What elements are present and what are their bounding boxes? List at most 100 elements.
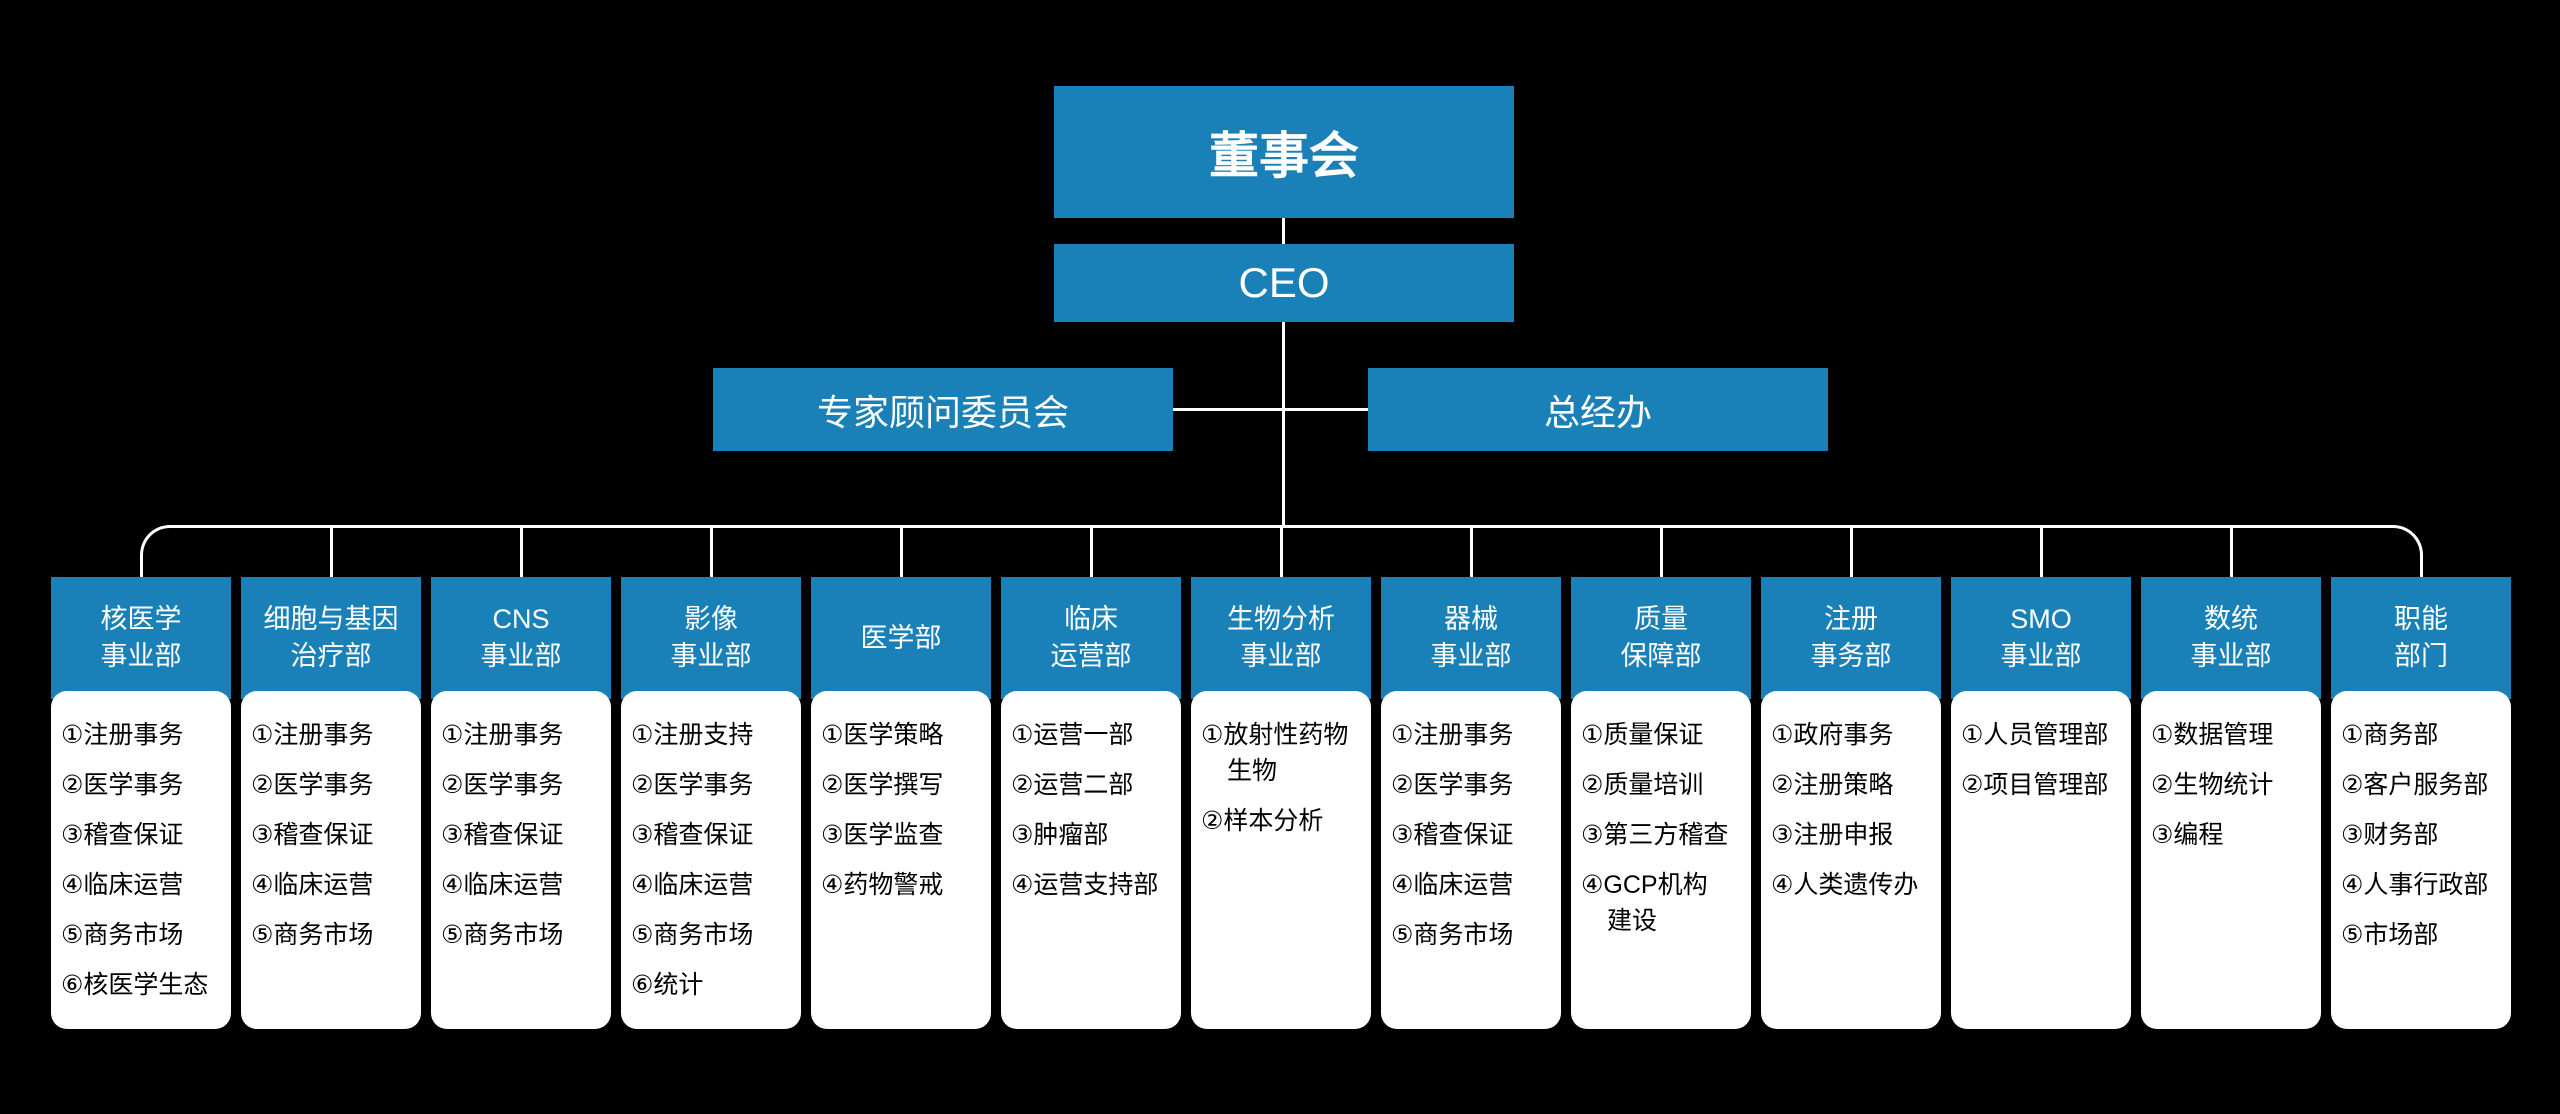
department-item: ①质量保证 [1581,721,1704,749]
department-title-line: 事业部 [1430,641,1512,671]
department-item: ⑥统计 [631,971,704,999]
department-item: ⑤商务市场 [61,921,184,949]
department-item: ③注册申报 [1771,821,1894,849]
gm-office-box: 总经办 [1368,368,1828,451]
department-item: ①注册支持 [631,721,754,749]
department-item: ②医学事务 [441,771,564,799]
department-item: ②质量培训 [1581,771,1704,799]
department-item: ①注册事务 [61,721,184,749]
department-header: 临床运营部 [1001,577,1181,699]
department-title-line: 细胞与基因 [263,604,399,634]
department-item: ④运营支持部 [1011,871,1159,899]
department-title-line: SMO [2010,604,2072,634]
department-header: 质量保障部 [1571,577,1751,699]
gm-office-label: 总经办 [1543,391,1652,433]
department-title-line: 保障部 [1620,641,1702,671]
department-title-line: CNS [492,604,550,634]
department-item: ①注册事务 [1391,721,1514,749]
connector-advisory-gm [1173,408,1368,411]
department-body: ①人员管理部 ②项目管理部 [1951,691,2131,1029]
department-title-line: 器械 [1444,604,1498,634]
department-header: 医学部 [811,577,991,699]
connector-board-ceo [1282,218,1285,244]
department-item: ⑤商务市场 [1391,921,1514,949]
board-label: 董事会 [1209,128,1359,184]
drop-line [709,525,713,577]
department-item: ⑤市场部 [2341,921,2439,949]
department-item: ③第三方稽查 [1581,821,1729,849]
department-item: ②生物统计 [2151,771,2274,799]
department-item: ④临床运营 [61,871,184,899]
department-item: ①人员管理部 [1961,721,2109,749]
department-item: ⑤商务市场 [441,921,564,949]
department-item: ⑤商务市场 [631,921,754,949]
ceo-label: CEO [1238,259,1330,306]
drop-line [1089,525,1093,577]
department-title-line: 质量 [1634,604,1688,634]
department-header: 注册事务部 [1761,577,1941,699]
drop-line [1469,525,1473,577]
department-title-line: 事业部 [480,641,562,671]
drop-line [2229,525,2233,577]
drop-line [899,525,903,577]
department-title-line: 影像 [684,604,738,634]
department-title-line: 治疗部 [290,641,372,671]
drop-line [329,525,333,577]
department-title-line: 核医学 [100,604,182,634]
ceo-box: CEO [1054,244,1514,322]
department-header: CNS 事业部 [431,577,611,699]
department-header: 器械事业部 [1381,577,1561,699]
department-title-line: 职能 [2394,604,2448,634]
drop-line [1659,525,1663,577]
department-item: ④人事行政部 [2341,871,2489,899]
department-item: ③稽查保证 [441,821,564,849]
department-item: ③稽查保证 [61,821,184,849]
department-item: ②项目管理部 [1961,771,2109,799]
department-column: SMO 事业部 ①人员管理部 ②项目管理部 [1951,525,2131,1029]
department-item: ④临床运营 [441,871,564,899]
department-item: ②客户服务部 [2341,771,2489,799]
department-title-line: 事业部 [2000,641,2082,671]
department-item: ⑥核医学生态 [61,971,209,999]
department-item: ④临床运营 [1391,871,1514,899]
department-item: ②运营二部 [1011,771,1134,799]
board-box: 董事会 [1054,86,1514,218]
department-item: ③稽查保证 [251,821,374,849]
department-title-line: 数统 [2204,604,2258,634]
department-item: ④人类遗传办 [1771,871,1919,899]
department-item: ③医学监查 [821,821,944,849]
department-header: 职能部门 [2331,577,2511,699]
department-title-line: 事业部 [1240,641,1322,671]
advisory-committee-label: 专家顾问委员会 [816,391,1069,433]
department-title-line: 临床 [1064,604,1118,634]
department-header: 数统事业部 [2141,577,2321,699]
drop-line [1279,525,1283,577]
department-item: ①运营一部 [1011,721,1134,749]
department-title-line: 事业部 [100,641,182,671]
department-item: ④临床运营 [631,871,754,899]
department-title-line: 部门 [2394,641,2448,671]
department-title-line: 事业部 [670,641,752,671]
department-item: ①政府事务 [1771,721,1894,749]
department-header: 细胞与基因治疗部 [241,577,421,699]
